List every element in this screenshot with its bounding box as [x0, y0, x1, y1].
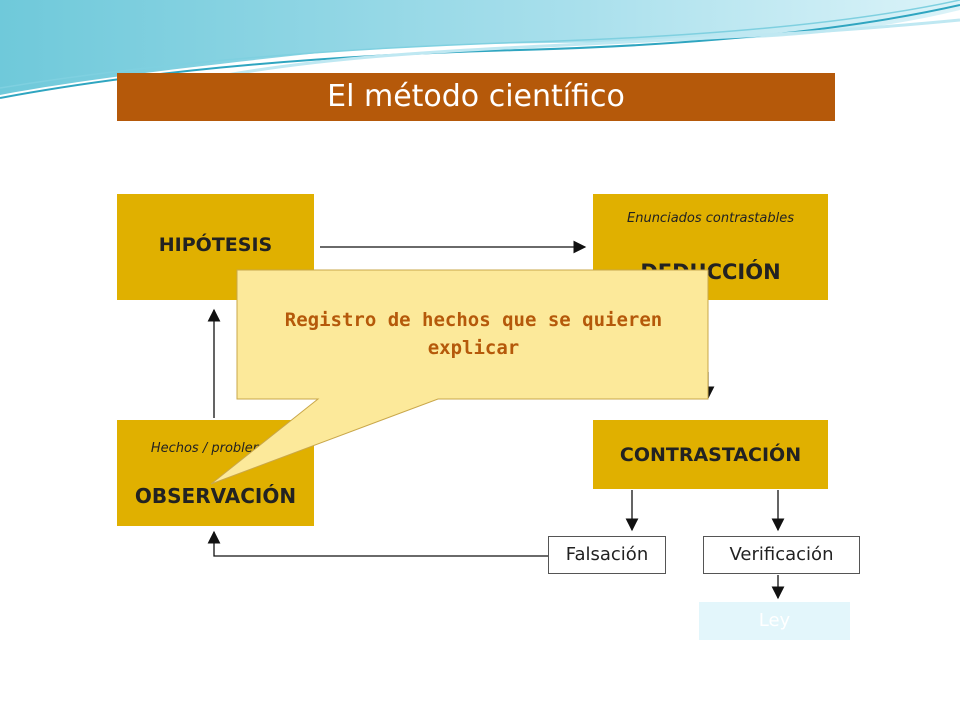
node-verificacion: Verificación	[703, 536, 860, 574]
node-observacion-sublabel: Hechos / problemas	[150, 441, 281, 456]
node-ley: Ley	[699, 602, 850, 640]
node-deduccion-sublabel: Enunciados contrastables	[627, 211, 794, 226]
node-contrastacion-label: CONTRASTACIÓN	[619, 444, 802, 466]
node-deduccion: Enunciados contrastables DEDUCCIÓN	[593, 194, 828, 300]
node-hipotesis-label: HIPÓTESIS	[158, 234, 273, 256]
slide-title: El método científico	[117, 73, 835, 121]
node-observacion-label: OBSERVACIÓN	[134, 484, 297, 508]
node-contrastacion: CONTRASTACIÓN	[593, 420, 828, 489]
node-falsacion: Falsación	[548, 536, 666, 574]
callout-text: Registro de hechos que se quieren explic…	[284, 309, 663, 359]
